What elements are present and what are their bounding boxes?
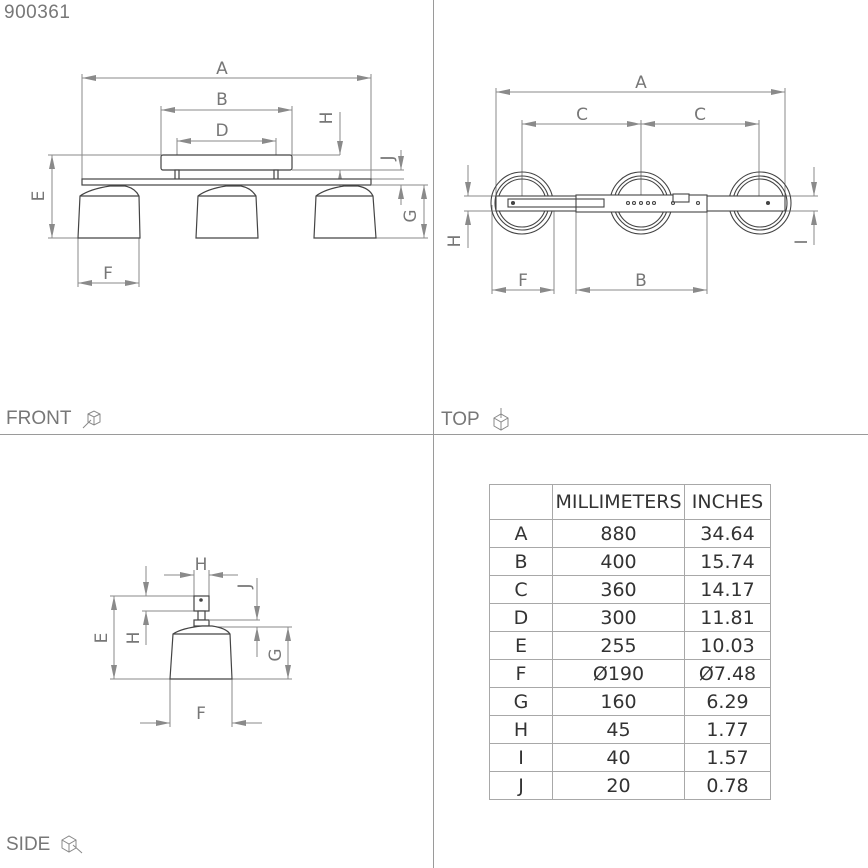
dim-key: H (489, 715, 553, 744)
dim-in: 15.74 (684, 547, 771, 576)
dim-in: 0.78 (684, 771, 771, 800)
svg-text:C: C (694, 105, 706, 125)
dim-key: D (489, 603, 553, 632)
svg-text:C: C (576, 105, 588, 125)
top-view-drawing (464, 88, 818, 294)
svg-text:A: A (216, 59, 228, 79)
dim-in: 1.57 (684, 743, 771, 772)
dim-mm: 45 (552, 715, 685, 744)
dim-mm: 400 (552, 547, 685, 576)
header-inches: INCHES (684, 484, 771, 520)
svg-text:A: A (635, 73, 647, 93)
table-header-row: MILLIMETERS INCHES (489, 484, 771, 520)
dim-in: 10.03 (684, 631, 771, 660)
top-label-text: TOP (441, 409, 480, 430)
side-view-label: SIDE (6, 834, 84, 856)
front-label-text: FRONT (6, 408, 72, 429)
dim-in: 6.29 (684, 687, 771, 716)
cube-side-view-icon (61, 835, 83, 854)
dim-mm: 300 (552, 603, 685, 632)
dim-key: E (489, 631, 553, 660)
header-millimeters: MILLIMETERS (552, 484, 685, 520)
front-view-label: FRONT (6, 408, 103, 430)
dim-mm: 20 (552, 771, 685, 800)
svg-text:B: B (216, 90, 228, 110)
dim-mm: 880 (552, 519, 685, 548)
svg-text:H: H (317, 112, 337, 125)
dim-mm: 160 (552, 687, 685, 716)
side-view-fixture (169, 595, 233, 680)
side-label-text: SIDE (6, 834, 51, 855)
side-view-dimension-labels: H F E H J G (92, 555, 286, 724)
dim-mm: Ø190 (552, 659, 685, 688)
dim-key: J (489, 771, 553, 800)
svg-text:F: F (103, 264, 113, 284)
svg-text:H: H (445, 235, 465, 248)
svg-text:F: F (518, 271, 528, 291)
dim-key: G (489, 687, 553, 716)
dim-mm: 40 (552, 743, 685, 772)
dim-in: 11.81 (684, 603, 771, 632)
dim-mm: 360 (552, 575, 685, 604)
svg-text:G: G (266, 648, 286, 661)
quadrant-divider-horizontal (0, 434, 868, 435)
dim-mm: 255 (552, 631, 685, 660)
top-view-fixture (490, 171, 792, 235)
svg-text:D: D (215, 121, 228, 141)
top-view-dimension-labels: A C C F B H I (445, 73, 812, 291)
svg-text:J: J (378, 155, 398, 161)
dim-key: B (489, 547, 553, 576)
front-view-fixture (77, 154, 377, 239)
top-view-label: TOP (441, 408, 512, 432)
dim-key: F (489, 659, 553, 688)
dim-in: 34.64 (684, 519, 771, 548)
svg-text:B: B (635, 271, 647, 291)
cube-front-view-icon (83, 410, 101, 429)
dim-in: 1.77 (684, 715, 771, 744)
svg-text:G: G (401, 209, 421, 222)
header-key (489, 484, 553, 520)
svg-text:E: E (92, 633, 112, 644)
front-view-dimension-labels: A B D F E H J G (29, 59, 421, 284)
side-view-drawing (110, 566, 292, 727)
svg-text:H: H (124, 632, 144, 645)
dim-key: I (489, 743, 553, 772)
svg-text:I: I (792, 239, 812, 244)
svg-text:F: F (196, 704, 206, 724)
cube-top-view-icon (493, 408, 509, 431)
svg-text:J: J (235, 583, 255, 589)
dim-in: 14.17 (684, 575, 771, 604)
svg-text:E: E (29, 191, 49, 202)
svg-text:H: H (195, 555, 208, 575)
dim-in: Ø7.48 (684, 659, 771, 688)
dim-key: C (489, 575, 553, 604)
product-code: 900361 (4, 2, 71, 23)
dim-key: A (489, 519, 553, 548)
